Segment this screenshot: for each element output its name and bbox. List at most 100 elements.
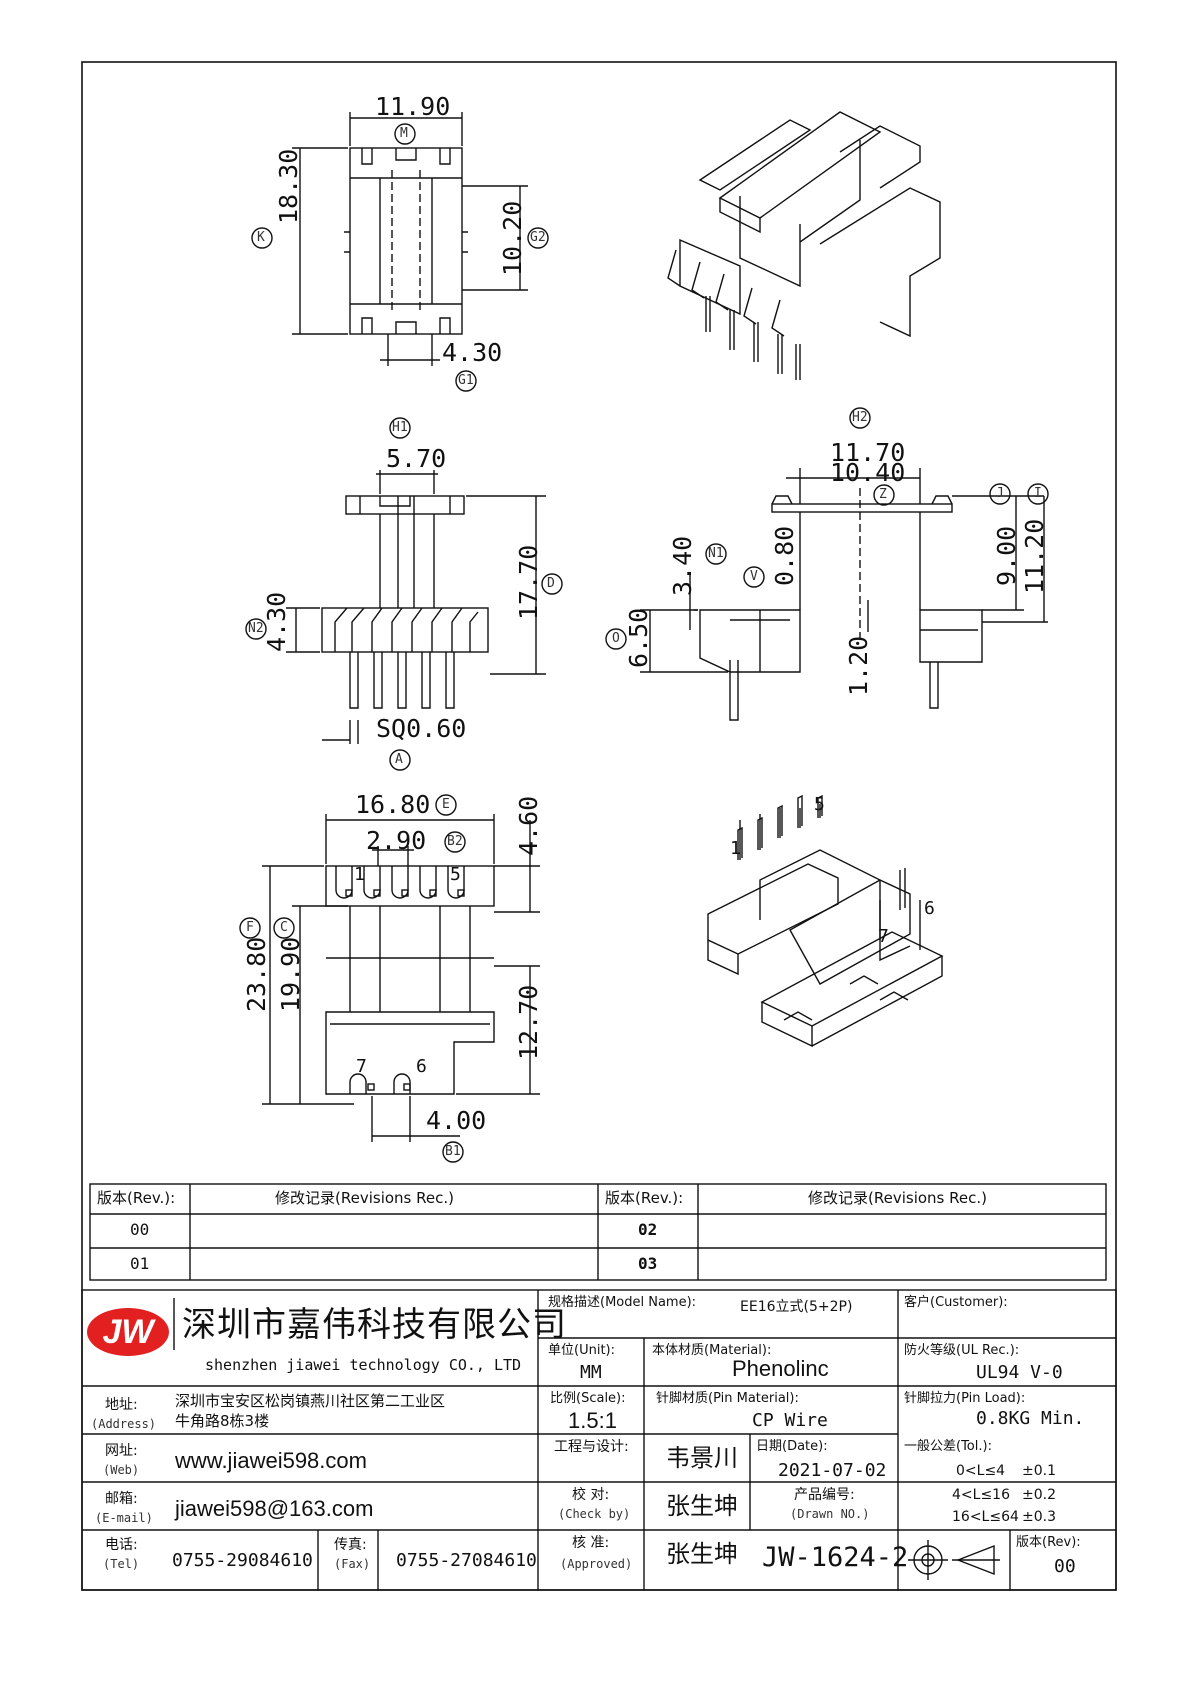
approved-label-en: (Approved) (560, 1557, 633, 1571)
tag-f: F (246, 920, 254, 935)
rev-header-left: 版本(Rev.): (97, 1189, 176, 1207)
dim-j: 9.00 (992, 525, 1021, 586)
pin-material-label: 针脚材质(Pin Material): (656, 1391, 799, 1406)
company-name-cn: 深圳市嘉伟科技有限公司 (182, 1305, 567, 1345)
dim-i: 11.20 (1020, 518, 1049, 594)
iso-pin-6-label: 6 (924, 898, 935, 919)
design-label: 工程与设计: (554, 1439, 629, 1455)
dim-o: 6.50 (624, 607, 653, 668)
bottom-view (239, 794, 540, 1163)
dim-e: 16.80 (355, 790, 431, 819)
tag-j: J (996, 486, 1004, 501)
fax-value: 0755-27084610 (396, 1550, 537, 1571)
company-logo: JW (87, 1308, 169, 1356)
tag-v: V (750, 569, 758, 584)
tag-b2: B2 (447, 834, 463, 849)
dim-b2: 2.90 (366, 826, 427, 855)
address-line-1: 深圳市宝安区松岗镇燕川社区第二工业区 (175, 1392, 446, 1410)
iso-pin-7-label: 7 (878, 926, 889, 947)
fax-label: 传真: (334, 1537, 367, 1553)
iso-pin-5-label: 5 (814, 794, 825, 815)
scale-label: 比例(Scale): (550, 1391, 626, 1406)
ul-label: 防火等级(UL Rec.): (904, 1343, 1020, 1358)
iso-pin-1-label: 1 (730, 838, 741, 859)
tel-label: 电话: (105, 1537, 138, 1553)
tol-value-3: ±0.3 (1022, 1509, 1056, 1525)
rev-row-01: 01 (130, 1254, 150, 1273)
tag-d: D (547, 576, 555, 591)
fax-label-en: (Fax) (334, 1557, 371, 1571)
dim-d: 17.70 (514, 544, 543, 620)
dim-height-top: 18.30 (274, 148, 303, 224)
unit-label: 单位(Unit): (548, 1343, 615, 1358)
dim-b1: 4.00 (426, 1106, 487, 1135)
material-value: Phenolinc (732, 1356, 829, 1381)
tol-range-3: 16<L≤64 (952, 1509, 1019, 1525)
tag-b1: B1 (445, 1144, 461, 1159)
rev-row-03: 03 (638, 1254, 658, 1273)
drawn-no-label-en: (Drawn NO.) (790, 1507, 870, 1521)
rec-header-left: 修改记录(Revisions Rec.) (275, 1189, 454, 1207)
email-link[interactable]: jiawei598@163.com (175, 1496, 374, 1521)
isometric-bottom (707, 794, 944, 1048)
dim-h2-b: 10.40 (830, 458, 906, 487)
approved-label: 核 准: (572, 1535, 610, 1551)
pin-material-value: CP Wire (752, 1410, 828, 1431)
designer-name: 韦景川 (666, 1444, 738, 1472)
tol-value-2: ±0.2 (1022, 1487, 1056, 1503)
tag-c: C (280, 920, 288, 935)
dim-h1: 5.70 (386, 444, 447, 473)
unit-value: MM (580, 1362, 602, 1383)
date-value: 2021-07-02 (778, 1460, 887, 1481)
dim-f: 23.80 (242, 936, 271, 1012)
dim-a: SQ0.60 (376, 714, 467, 743)
dim-width-top: 11.90 (375, 92, 451, 121)
model-value: EE16立式(5+2P) (740, 1299, 853, 1315)
tag-k: K (257, 230, 265, 245)
title-block-lines (81, 1289, 1117, 1591)
dim-g1: 4.30 (442, 338, 503, 367)
tag-a: A (395, 752, 403, 767)
company-name-en: shenzhen jiawei technology CO., LTD (205, 1356, 522, 1374)
dim-g2: 10.20 (498, 200, 527, 276)
dim-bottom-h: 12.70 (514, 984, 543, 1060)
date-label: 日期(Date): (756, 1439, 828, 1454)
tag-g2: G2 (530, 230, 546, 245)
tag-m: M (400, 126, 408, 141)
dim-h2-a: 11.70 (830, 438, 906, 467)
tag-e: E (442, 797, 450, 812)
tol-range-1: 0<L≤4 (956, 1463, 1006, 1479)
email-label: 邮箱: (105, 1491, 138, 1507)
approver-name: 张生坤 (666, 1540, 738, 1568)
pin-load-value: 0.8KG Min. (976, 1408, 1085, 1429)
address-label-en: (Address) (91, 1417, 157, 1431)
scale-value: 1.5:1 (568, 1408, 617, 1433)
tol-value-1: ±0.1 (1022, 1463, 1056, 1479)
customer-label: 客户(Customer): (904, 1295, 1008, 1310)
tag-h2: H2 (852, 410, 868, 425)
drawing-number: JW-1624-2 (762, 1542, 909, 1573)
pin-1-label: 1 (354, 864, 365, 885)
tag-g1: G1 (458, 373, 474, 388)
pin-5-label: 5 (450, 864, 461, 885)
tag-h1: H1 (392, 420, 408, 435)
rev-row-00: 00 (130, 1220, 150, 1239)
email-label-en: (E-mail) (95, 1511, 153, 1525)
check-label: 校 对: (572, 1487, 610, 1503)
material-label: 本体材质(Material): (652, 1343, 772, 1358)
tel-label-en: (Tel) (103, 1557, 140, 1571)
ul-value: UL94 V-0 (976, 1362, 1063, 1383)
pin-6-label: 6 (416, 1056, 427, 1077)
tolerance-label: 一般公差(Tol.): (904, 1439, 992, 1454)
dim-c: 19.90 (276, 936, 305, 1012)
rev-value: 00 (1054, 1556, 1076, 1577)
drawn-no-label: 产品编号: (794, 1487, 855, 1503)
dim-top-h: 4.60 (514, 795, 543, 856)
web-label-en: (Web) (103, 1463, 140, 1477)
website-link[interactable]: www.jiawei598.com (175, 1448, 367, 1473)
front-view (245, 417, 563, 771)
isometric-top (667, 111, 941, 380)
tag-n1: N1 (708, 546, 724, 561)
rev-row-02: 02 (638, 1220, 658, 1239)
